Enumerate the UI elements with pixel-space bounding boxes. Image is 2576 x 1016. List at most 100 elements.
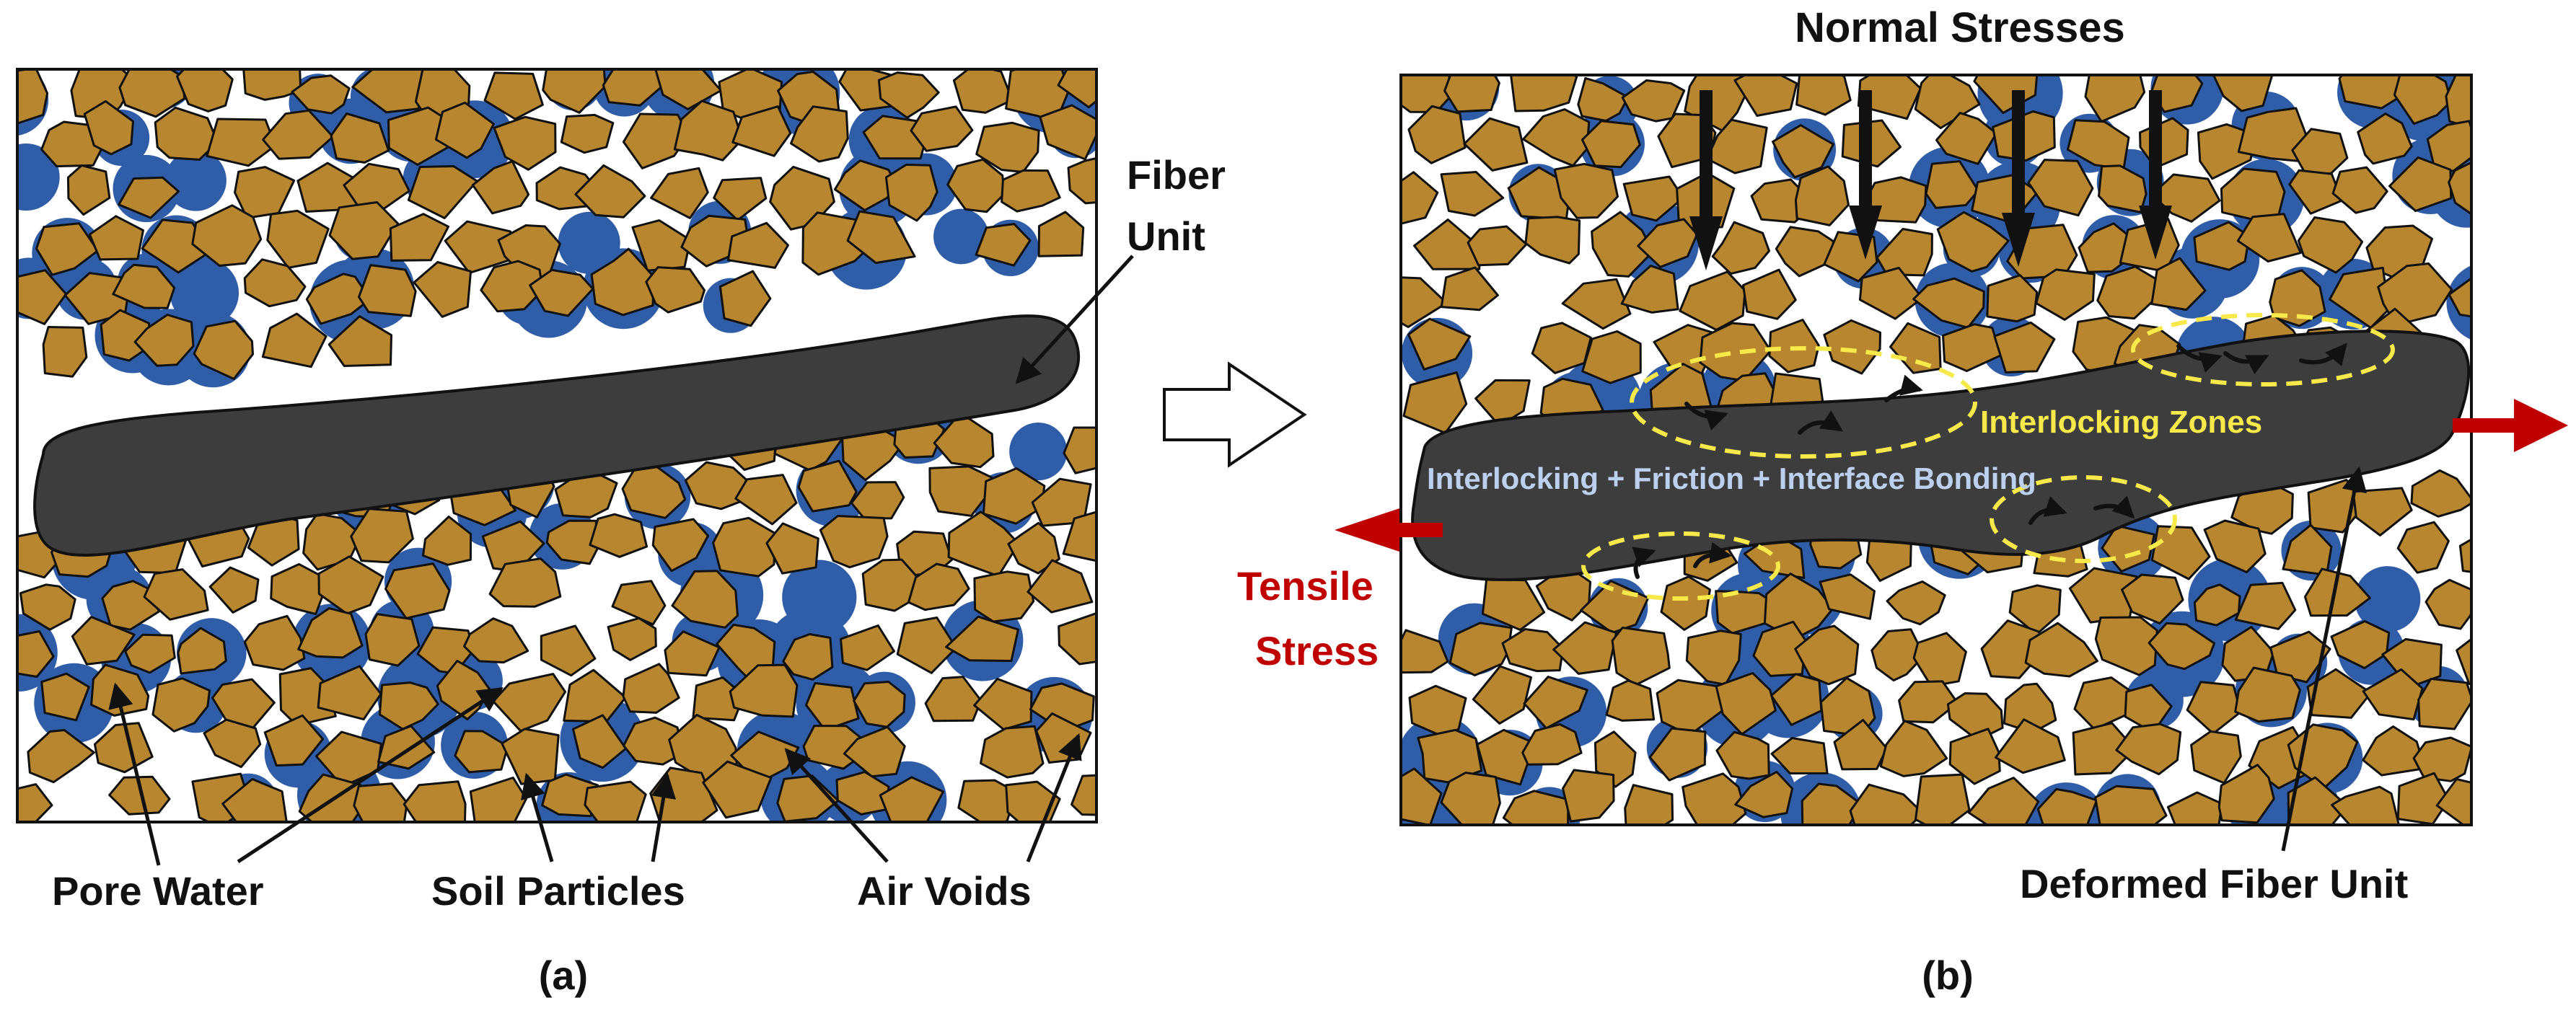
soil-particle [93,722,154,774]
soil-particle [843,725,906,778]
soil-particle [2234,581,2297,630]
soil-particle [384,562,451,619]
soil-particle [2435,778,2471,825]
tensile-arrow-icon [2453,399,2568,452]
soil-particle [1440,171,1505,217]
soil-particle [654,69,722,110]
soil-particle [1443,75,1500,113]
transition-arrow-icon [1163,361,1307,468]
soil-particle [790,105,849,163]
soil-particle [2393,75,2453,125]
soil-particle [611,580,667,626]
soil-particle [2217,764,2275,824]
soil-particle [2166,791,2223,825]
soil-particle [1407,105,1467,164]
soil-particle [176,69,234,112]
soil-particle [2448,161,2471,216]
soil-particle [1660,575,1711,631]
soil-particle [471,160,530,215]
soil-particle [2094,785,2168,825]
soil-particle [330,112,390,164]
soil-particle [584,780,647,822]
soil-particle [1039,104,1096,161]
soil-particle [589,513,649,558]
soil-particle [1440,266,1499,312]
soil-particle [590,247,655,317]
soil-particle [2269,269,2326,327]
soil-particle [731,105,792,157]
air-voids-label: Air Voids [857,868,1032,914]
soil-particle [1535,564,1592,622]
soil-particle [1401,629,1449,674]
soil-particle [1481,578,1546,631]
soil-particle [1823,319,1881,375]
pore-water-leader [108,682,161,866]
soil-particle [973,570,1035,623]
soil-particle [1058,611,1096,666]
soil-particle [833,159,900,212]
soil-particle [2445,75,2471,128]
soil-particle [1063,426,1096,474]
soil-particle [1699,322,1772,382]
soil-particle [1611,627,1671,686]
soil-particle [1581,330,1642,384]
soil-particle [846,210,916,265]
soil-particle [805,681,860,731]
soil-particle [975,121,1040,173]
soil-particle [143,568,209,621]
soil-particle [2388,156,2453,212]
soil-particle [1472,665,1532,725]
soil-particle [1993,321,2056,374]
soil-particle [243,258,307,308]
soil-particle [1770,737,1829,774]
soil-particle [291,74,351,115]
soil-particle [1407,317,1472,371]
soil-particle [2396,772,2450,825]
soil-particle [328,201,400,260]
soil-particle [1685,630,1742,686]
soil-particle [861,558,924,612]
soil-particle [17,630,55,678]
soil-particle [2331,785,2400,825]
soil-particle [1912,277,1985,329]
soil-particle [297,607,364,659]
soil-particle [1401,276,1448,328]
soil-particle [1510,75,1578,112]
soil-particle [480,260,544,313]
soil-particle [712,516,777,578]
soil-particle [1067,156,1096,205]
soil-particle [1715,730,1770,780]
soil-particle [358,264,417,317]
soil-particle [364,613,421,667]
soil-particle [83,100,134,156]
soil-particle [1553,162,1619,219]
soil-particle [840,624,895,671]
soil-particle [2193,583,2241,627]
soil-particle [910,105,974,152]
tensile-stress-label-line2: Stress [1255,628,1379,673]
soil-particle [263,714,324,767]
panel-b: Normal Stresses Interlocking Zones Inter… [1237,4,2568,998]
soil-particle [1879,720,1948,777]
soil-particle [713,177,768,221]
soil-particle [1605,679,1656,722]
soil-particle [2098,164,2148,213]
soil-particle [63,272,132,325]
soil-particle [1715,672,1777,736]
soil-particle [403,780,467,822]
soil-particle [2148,622,2216,671]
soil-particles-leader-2 [521,772,554,862]
soil-particle [2288,169,2343,215]
soil-particle [118,176,180,219]
soil-particle [563,668,627,723]
soil-particle [1648,727,1707,782]
soil-particle [896,617,957,674]
soil-particle [574,164,646,218]
soil-particle [729,663,799,718]
soil-particle [1620,265,1679,314]
soil-particle [718,270,772,327]
deformed-fiber-leader [2281,466,2368,852]
panel-a: Fiber Unit Pore Water Soil Particles Air… [16,68,1226,998]
soil-particle [1581,120,1641,169]
